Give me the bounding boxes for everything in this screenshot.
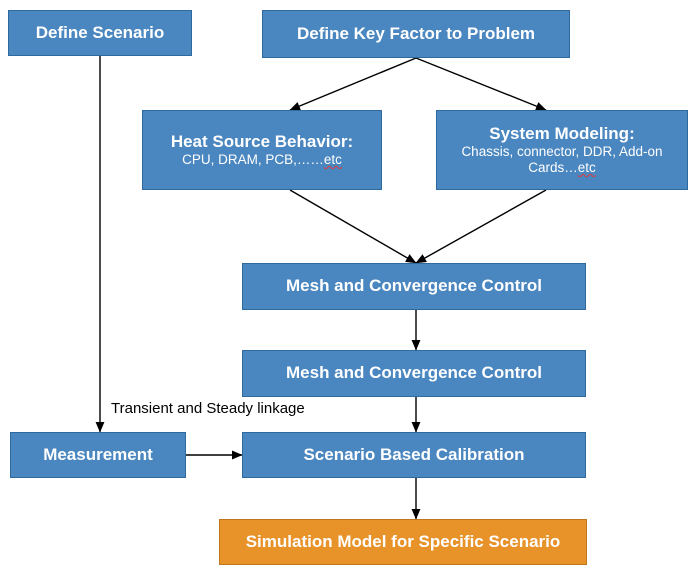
- node-mesh-convergence-control-1-label: Mesh and Convergence Control: [286, 276, 542, 296]
- node-define-scenario[interactable]: Define Scenario: [8, 10, 192, 56]
- node-simulation-model[interactable]: Simulation Model for Specific Scenario: [219, 519, 587, 565]
- node-mesh-convergence-control-2[interactable]: Mesh and Convergence Control: [242, 350, 586, 397]
- node-simulation-model-label: Simulation Model for Specific Scenario: [245, 531, 561, 551]
- node-measurement[interactable]: Measurement: [10, 432, 186, 478]
- node-mesh-convergence-control-2-label: Mesh and Convergence Control: [286, 363, 542, 383]
- node-define-key-factor-label: Define Key Factor to Problem: [296, 23, 536, 43]
- edge-label-transient-steady-linkage: Transient and Steady linkage: [111, 400, 305, 417]
- node-define-key-factor[interactable]: Define Key Factor to Problem: [262, 10, 570, 58]
- node-heat-source-behavior[interactable]: Heat Source Behavior: CPU, DRAM, PCB,……e…: [142, 110, 382, 190]
- node-define-scenario-label: Define Scenario: [35, 22, 165, 42]
- node-system-modeling-title: System Modeling:: [489, 124, 635, 144]
- node-heat-source-behavior-detail: CPU, DRAM, PCB,……etc: [182, 152, 342, 168]
- node-system-modeling-detail: Chassis, connector, DDR, Add-on Cards…et…: [461, 144, 663, 176]
- node-heat-source-behavior-title: Heat Source Behavior:: [170, 132, 354, 152]
- node-scenario-based-calibration-label: Scenario Based Calibration: [303, 444, 525, 464]
- node-mesh-convergence-control-1[interactable]: Mesh and Convergence Control: [242, 263, 586, 310]
- node-system-modeling[interactable]: System Modeling: Chassis, connector, DDR…: [436, 110, 688, 190]
- node-scenario-based-calibration[interactable]: Scenario Based Calibration: [242, 432, 586, 478]
- node-measurement-label: Measurement: [43, 444, 153, 464]
